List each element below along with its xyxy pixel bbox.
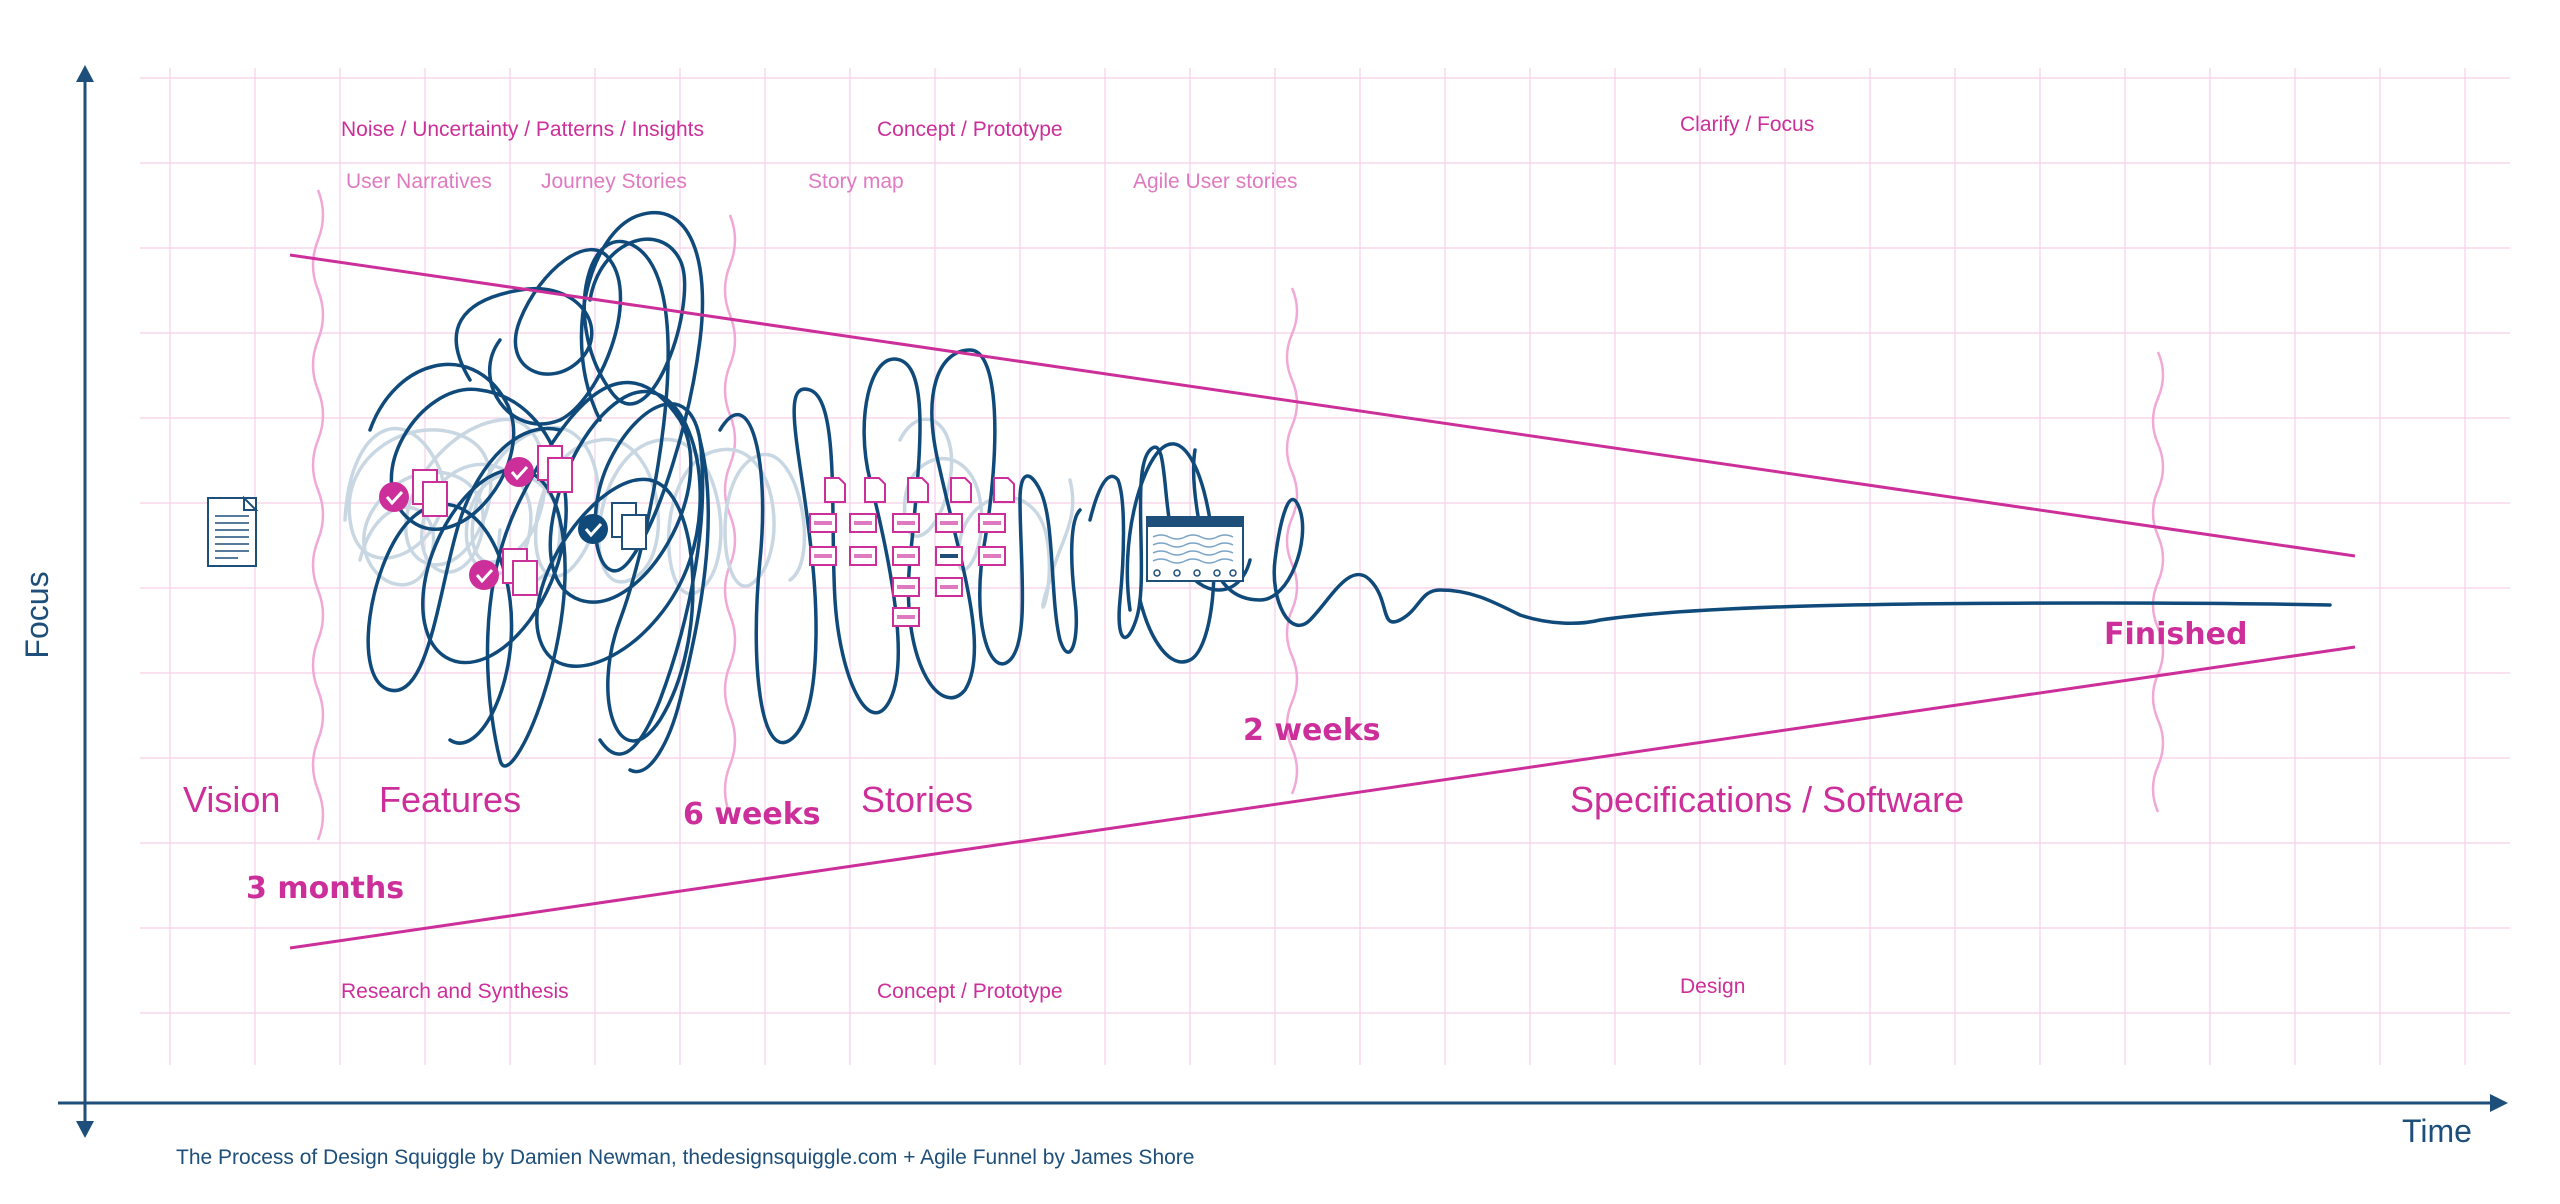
x-axis-label: Time — [2402, 1113, 2472, 1149]
label-user-narratives: User Narratives — [346, 170, 492, 193]
duration-2-weeks: 2 weeks — [1243, 713, 1381, 748]
story-card-bar — [897, 521, 915, 525]
divider-features-stories — [723, 214, 737, 816]
documents-icon — [537, 445, 573, 493]
divider-vision-features — [311, 189, 325, 841]
phase-vision: Vision — [183, 779, 280, 820]
story-card-bar — [983, 521, 1001, 525]
story-map-icons — [809, 477, 1015, 627]
label-noise-uncertainty: Noise / Uncertainty / Patterns / Insight… — [341, 118, 704, 141]
duration-6-weeks: 6 weeks — [683, 797, 821, 832]
story-card-bar — [814, 521, 832, 525]
funnel-top-line — [289, 253, 2356, 558]
documents-icon — [611, 502, 647, 550]
documents-icon — [412, 469, 448, 517]
story-card-bar — [940, 554, 958, 558]
funnel-bottom-line — [289, 645, 2356, 950]
y-axis-label: Focus — [19, 571, 55, 658]
story-epic-icon — [907, 477, 929, 503]
check-badge-icon — [469, 560, 499, 590]
story-card-bar — [897, 554, 915, 558]
check-badge-icon — [578, 514, 608, 544]
label-concept-prototype-top: Concept / Prototype — [877, 118, 1063, 141]
document-icon — [207, 495, 259, 567]
credit-line: The Process of Design Squiggle by Damien… — [176, 1146, 1194, 1169]
software-window-icon — [1146, 516, 1244, 582]
story-epic-icon — [993, 477, 1015, 503]
story-card-bar — [814, 554, 832, 558]
y-axis — [76, 65, 94, 1138]
divider-specs-finished — [2151, 351, 2165, 813]
story-card-bar — [940, 585, 958, 589]
label-research-synthesis: Research and Synthesis — [341, 980, 569, 1003]
story-card-bar — [983, 554, 1001, 558]
duration-finished: Finished — [2104, 617, 2247, 652]
story-epic-icon — [950, 477, 972, 503]
story-card-bar — [897, 615, 915, 619]
story-epic-icon — [824, 477, 846, 503]
check-badge-icon — [379, 482, 409, 512]
duration-3-months: 3 months — [246, 871, 404, 906]
story-card-bar — [897, 585, 915, 589]
story-card-bar — [854, 521, 872, 525]
phase-features: Features — [379, 779, 521, 820]
label-concept-prototype-bottom: Concept / Prototype — [877, 980, 1063, 1003]
story-card-bar — [854, 554, 872, 558]
label-story-map: Story map — [808, 170, 904, 193]
label-clarify-focus: Clarify / Focus — [1680, 113, 1814, 136]
feature-icon-group — [379, 445, 647, 596]
phase-specifications-software: Specifications / Software — [1570, 779, 1964, 820]
documents-icon — [502, 548, 538, 596]
x-axis — [58, 1094, 2508, 1112]
label-journey-stories: Journey Stories — [541, 170, 687, 193]
story-card-bar — [940, 521, 958, 525]
label-design: Design — [1680, 975, 1745, 998]
divider-stories-specs — [1285, 287, 1299, 795]
squiggle-dark — [366, 211, 2332, 774]
label-agile-user-stories: Agile User stories — [1133, 170, 1298, 193]
phase-stories: Stories — [861, 779, 973, 820]
story-epic-icon — [864, 477, 886, 503]
check-badge-icon — [504, 457, 534, 487]
